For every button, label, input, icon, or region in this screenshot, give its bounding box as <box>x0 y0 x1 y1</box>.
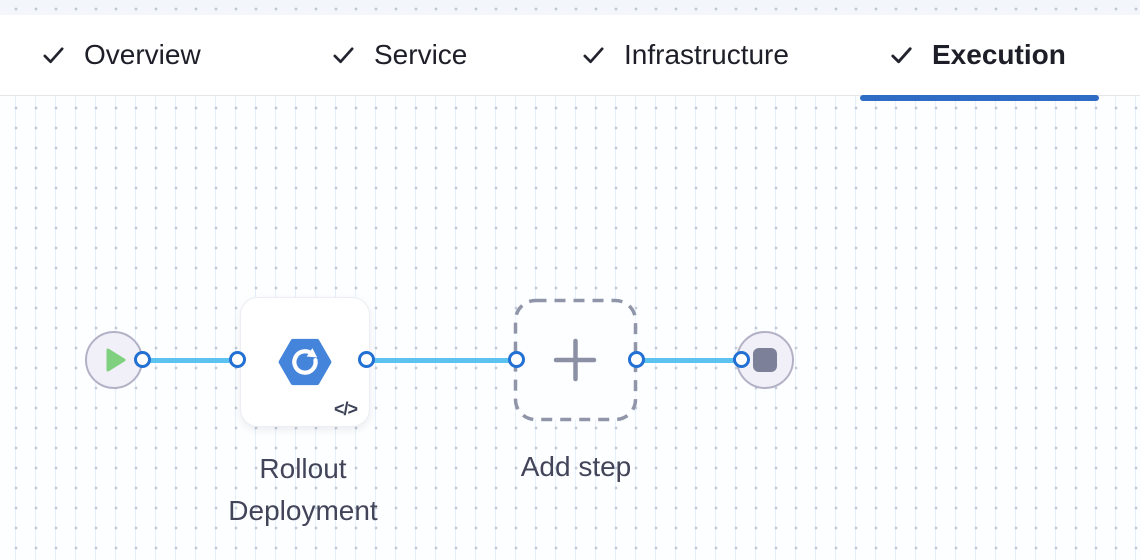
port-rollout-out[interactable] <box>358 351 375 368</box>
port-start-out[interactable] <box>134 351 151 368</box>
port-end-in[interactable] <box>733 351 750 368</box>
port-rollout-in[interactable] <box>229 351 246 368</box>
pipeline-studio-tab-bar: Overview Service Infrastructure Executio… <box>0 15 1140 96</box>
tab-label: Infrastructure <box>624 39 789 70</box>
step-label-add-step: Add step <box>520 451 632 482</box>
step-rollout-deployment[interactable]: </> <box>240 297 370 427</box>
tab-label: Overview <box>84 39 201 70</box>
code-icon[interactable]: </> <box>333 399 358 419</box>
edge-rollout-to-addstep <box>368 358 518 363</box>
stop-icon <box>753 348 777 372</box>
tab-execution[interactable]: Execution <box>888 15 1066 95</box>
rollout-deployment-icon <box>278 338 332 386</box>
port-addstep-out[interactable] <box>628 351 645 368</box>
play-icon <box>106 348 126 372</box>
check-icon <box>891 46 912 63</box>
canvas-top-strip <box>0 0 1140 15</box>
check-icon <box>333 46 354 63</box>
step-label-rollout-deployment: Rollout Deployment <box>228 453 378 526</box>
tab-label: Execution <box>932 39 1066 70</box>
edge-addstep-to-end <box>637 358 743 363</box>
add-step-node[interactable] <box>513 298 638 422</box>
tab-overview[interactable]: Overview <box>40 15 201 95</box>
plus-icon <box>553 338 597 382</box>
check-icon <box>43 46 64 63</box>
edge-start-to-rollout <box>143 358 239 363</box>
active-tab-underline <box>860 95 1099 101</box>
start-node[interactable] <box>85 331 143 389</box>
tab-label: Service <box>374 39 468 70</box>
tab-service[interactable]: Service <box>330 15 467 95</box>
pipeline-canvas[interactable]: </> Rollout Deployment Add step <box>0 96 1140 560</box>
port-addstep-in[interactable] <box>508 351 525 368</box>
check-icon <box>583 46 604 63</box>
tab-infrastructure[interactable]: Infrastructure <box>580 15 789 95</box>
